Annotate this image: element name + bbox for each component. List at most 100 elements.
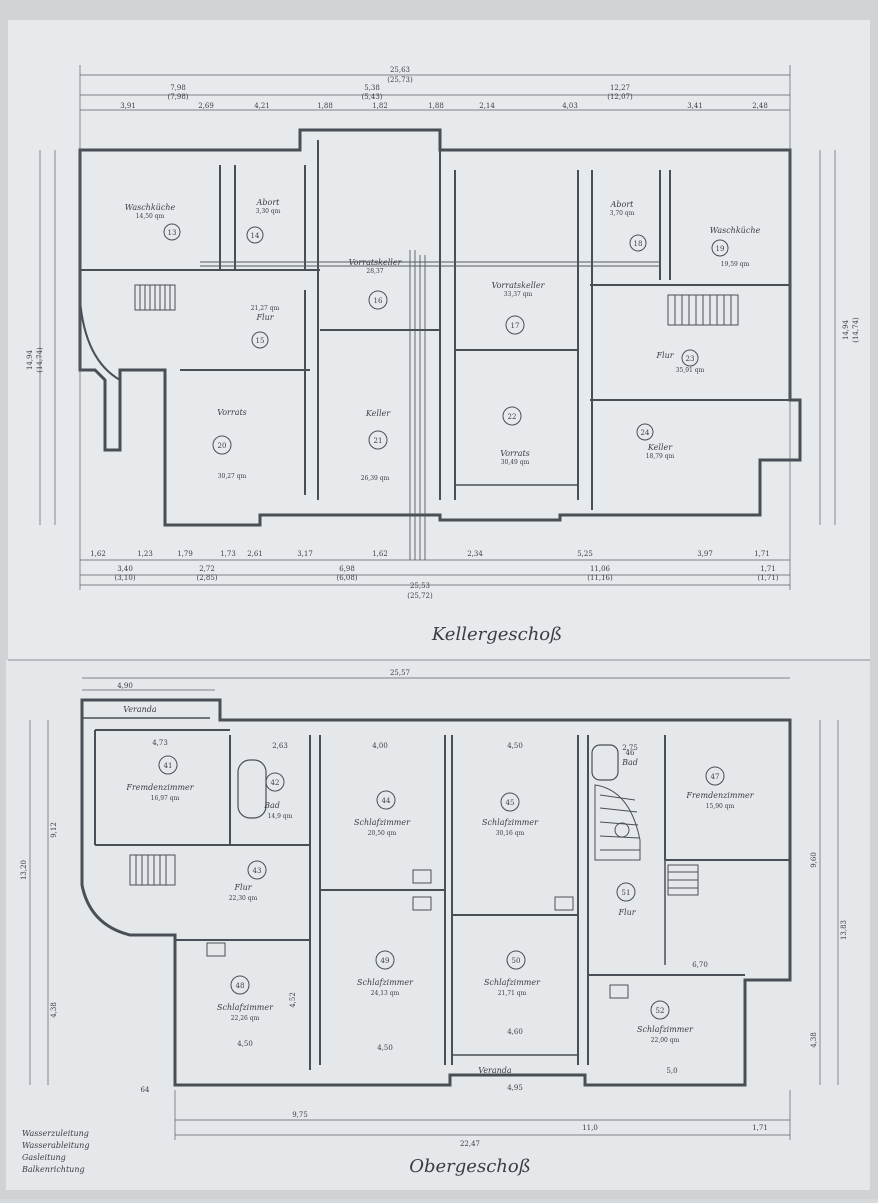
room-22-area: 30,49 qm [501,459,530,466]
room-46-num: 46 [626,749,635,757]
margin-note: 64 [141,1086,150,1094]
basement-bottom-sub-6: (6,08) [336,574,357,582]
upper-right-c: 4,38 [810,1032,818,1048]
room-23-name: Flur [655,351,674,360]
basement-top-left-alt: (7,98) [167,93,188,101]
basement-top-seg-5: 1,82 [372,102,388,110]
room-44-name: Schlafzimmer [354,818,411,827]
room-18-name: Abort [610,200,635,209]
upper-right-b: 13,83 [840,920,848,940]
room-19-num: 19 [716,245,725,253]
room-16-area: 28,37 [366,268,383,275]
basement-top-seg-6: 1,88 [428,102,444,110]
upper-left-b: 9,12 [50,822,58,838]
room-48-name: Schlafzimmer [217,1003,274,1012]
room-14-num: 14 [251,232,260,240]
room-42-area: 14,9 qm [268,813,293,820]
basement-bottom-seg-11: 1,71 [754,550,770,558]
basement-bottom-sub-4: (2,85) [196,574,217,582]
basement-top-left: 7,98 [170,84,186,92]
room-17-area: 33,37 qm [504,291,533,298]
basement-top-seg-4: 1,88 [317,102,333,110]
basement-left-total: 14,94 [26,349,34,370]
basement-top-seg-10: 2,48 [752,102,768,110]
room-15-area: 21,27 qm [251,305,280,312]
room-24-area: 18,79 qm [646,453,675,460]
room-41-num: 41 [164,762,173,770]
room-16-name: Vorratskeller [349,258,403,267]
room-43-area: 22,30 qm [229,895,258,902]
room-52-area: 22,00 qm [651,1037,680,1044]
basement-top-seg-3: 4,21 [254,102,270,110]
room-18-area: 3,70 qm [610,210,635,217]
upper-labels: 25,57 4,90 Veranda Fremdenzimmer 16,97 q… [20,669,848,1177]
basement-bottom-seg-5: 2,61 [247,550,263,558]
room-42-name: Bad [263,801,280,810]
room-13-num: 13 [168,229,177,237]
room-23-area: 35,91 qm [676,367,705,374]
basement-right-total: 14,94 [842,319,850,340]
basement-right-total-alt: (14,74) [852,317,860,343]
upper-inner-dim-1: 4,73 [152,739,168,747]
upper-inner-dim-3: 4,00 [372,742,388,750]
room-14-area: 3,30 qm [256,208,281,215]
room-45-name: Schlafzimmer [482,818,539,827]
basement-bottom-sub-2: (3,10) [114,574,135,582]
upper-inner-dim-9: 4,60 [507,1028,523,1036]
room-18-num: 18 [634,240,643,248]
basement-top-seg-1: 3,91 [120,102,136,110]
basement-bottom-seg-10: 3,97 [697,550,713,558]
room-41-area: 16,97 qm [151,795,180,802]
room-47-name: Fremdenzimmer [685,791,754,800]
basement-bottom-sub-10: (1,71) [757,574,778,582]
legend-water-supply: Wasserzuleitung [22,1129,89,1138]
room-21-name: Keller [365,409,391,418]
upper-top-left: 4,90 [117,682,133,690]
upper-inner-dim-2: 2,63 [272,742,288,750]
room-15-num: 15 [256,337,265,345]
room-24-name: Keller [647,443,673,452]
basement-top-total-alt: (25,73) [387,76,413,84]
room-19-name: Waschküche [710,226,761,235]
room-50-name: Schlafzimmer [484,978,541,987]
basement-bottom-sub-9: 1,71 [760,565,776,573]
legend-gas: Gasleitung [22,1153,66,1162]
basement-bottom-seg-3: 1,79 [177,550,193,558]
room-20-name: Vorrats [217,408,247,417]
room-42-num: 42 [271,779,280,787]
basement-top-right: 12,27 [610,84,630,92]
upper-inner-dim-5: 2,75 [622,744,638,752]
room-20-area: 30,27 qm [218,473,247,480]
basement-top-mid: 5,38 [364,84,380,92]
basement-bottom-seg-6: 3,17 [297,550,313,558]
basement-bottom-seg-1: 1,62 [90,550,106,558]
room-15-name: Flur [255,313,274,322]
basement-bottom-sub-5: 6,98 [339,565,355,573]
basement-labels: 25,63 (25,73) 7,98 (7,98) 5,38 (5,43) 12… [26,66,860,645]
room-48-area: 22,26 qm [231,1015,260,1022]
room-52-name: Schlafzimmer [637,1025,694,1034]
room-20-num: 20 [218,442,227,450]
basement-top-right-alt: (12,07) [607,93,633,101]
basement-title: Kellergeschoß [431,624,562,645]
basement-bottom-seg-4: 1,73 [220,550,236,558]
room-13-name: Waschküche [125,203,176,212]
legend-water-drain: Wasserableitung [22,1141,89,1150]
room-19-area: 19,59 qm [721,261,750,268]
upper-inner-dim-11: 5,0 [666,1067,677,1075]
upper-inner-dim-8: 4,50 [377,1044,393,1052]
basement-bottom-total-alt: (25,72) [407,592,433,600]
room-22-name: Vorrats [500,449,530,458]
room-49-area: 24,13 qm [371,990,400,997]
room-43-name: Flur [233,883,252,892]
room-22-num: 22 [508,413,517,421]
room-16-num: 16 [374,297,383,305]
room-49-name: Schlafzimmer [357,978,414,987]
upper-bottom-c: 1,71 [752,1124,768,1132]
room-51-name: Flur [617,908,636,917]
room-17-name: Vorratskeller [492,281,546,290]
upper-inner-dim-6: 4,52 [289,992,297,1008]
upper-bottom-a: 9,75 [292,1111,308,1119]
